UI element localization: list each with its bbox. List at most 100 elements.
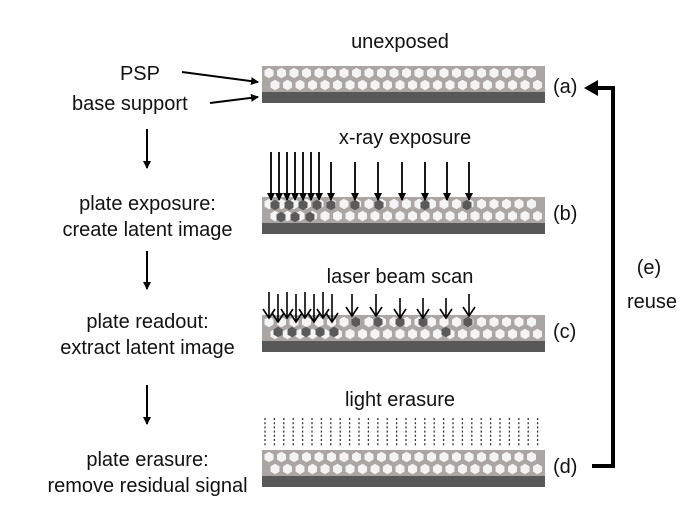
crystal: [264, 316, 274, 328]
reuse-label: reuse: [626, 291, 678, 313]
crystal: [477, 451, 486, 463]
crystal: [420, 79, 430, 91]
crystal: [383, 79, 392, 91]
base-support-pointer-arrow: [209, 93, 259, 104]
crystal: [402, 67, 411, 79]
crystal: [277, 451, 286, 463]
crystal: [345, 210, 355, 222]
crystal: [377, 67, 386, 79]
crystal: [264, 67, 274, 79]
crystal: [402, 198, 411, 210]
laser-arrow: [369, 294, 383, 318]
crystal: [527, 198, 536, 210]
panel-tag-b: (b): [553, 203, 578, 225]
latent-image-dot: [462, 199, 472, 211]
crystal: [514, 67, 524, 79]
crystal: [502, 316, 511, 328]
crystal: [320, 463, 330, 475]
crystal: [370, 328, 380, 340]
crystal: [264, 451, 274, 463]
step-readout-line1: plate readout:: [86, 311, 209, 333]
phosphor-crystals-a: [264, 67, 542, 91]
latent-image-dot: [351, 316, 361, 328]
xray-exposure-label: x-ray exposure: [338, 127, 472, 149]
plate-c: [262, 315, 545, 352]
crystal: [489, 198, 499, 210]
crystal: [433, 463, 442, 475]
laser-arrow: [325, 294, 339, 324]
crystal: [527, 451, 536, 463]
crystal: [314, 451, 324, 463]
crystal: [433, 210, 442, 222]
crystal: [533, 328, 542, 340]
plate-a: [262, 66, 545, 103]
crystal: [520, 210, 530, 222]
crystal: [445, 463, 455, 475]
base-support-a: [262, 92, 545, 103]
crystal: [433, 79, 442, 91]
crystal: [352, 67, 361, 79]
step-erasure-line2: remove residual signal: [47, 475, 248, 497]
crystal: [302, 316, 311, 328]
crystal: [427, 451, 436, 463]
latent-image-dot: [315, 326, 325, 338]
crystal: [439, 198, 449, 210]
crystal: [395, 463, 405, 475]
crystal: [439, 67, 449, 79]
reuse-loop-arrowhead: [584, 80, 598, 96]
crystal: [389, 451, 399, 463]
crystal: [402, 451, 411, 463]
crystal: [445, 79, 455, 91]
crystal: [339, 451, 349, 463]
crystal: [483, 463, 492, 475]
latent-image-dot: [374, 199, 384, 211]
crystal: [302, 67, 311, 79]
crystal: [489, 67, 499, 79]
plate-d: [262, 450, 545, 487]
crystal: [527, 316, 536, 328]
latent-image-dot: [326, 199, 336, 211]
crystal: [489, 316, 499, 328]
crystal: [370, 79, 380, 91]
crystal: [470, 210, 480, 222]
laser-arrow: [307, 294, 321, 324]
panel-tag-d: (d): [553, 456, 578, 478]
panel-tag-a: (a): [553, 76, 578, 98]
crystal: [420, 328, 430, 340]
crystal: [495, 328, 505, 340]
latent-image-dot: [312, 199, 322, 211]
latent-image-dot: [270, 199, 280, 211]
latent-image-dot: [373, 316, 383, 328]
crystal: [352, 451, 361, 463]
crystal: [395, 79, 405, 91]
crystal: [339, 198, 349, 210]
crystal: [383, 328, 392, 340]
latent-image-dot: [287, 326, 297, 338]
plates-group: [262, 66, 545, 487]
crystal: [514, 198, 524, 210]
crystal: [502, 67, 511, 79]
laser-arrow: [345, 294, 359, 318]
crystal: [295, 79, 305, 91]
crystal: [427, 67, 436, 79]
crystal: [470, 79, 480, 91]
crystal: [358, 79, 367, 91]
crystal: [508, 463, 517, 475]
crystal: [383, 463, 392, 475]
crystal: [302, 451, 311, 463]
base-support-c: [262, 341, 545, 352]
crystal: [458, 210, 467, 222]
latent-image-dot: [418, 316, 428, 328]
psp-pointer-arrow: [181, 71, 259, 86]
crystal: [283, 79, 292, 91]
laser-beam-scan-label: laser beam scan: [326, 266, 474, 288]
crystal: [389, 67, 399, 79]
crystal: [458, 328, 467, 340]
crystal: [327, 67, 336, 79]
latent-image-dot: [395, 316, 405, 328]
crystal: [414, 451, 424, 463]
latent-image-dot: [441, 326, 451, 338]
crystal: [502, 451, 511, 463]
crystal: [364, 67, 374, 79]
